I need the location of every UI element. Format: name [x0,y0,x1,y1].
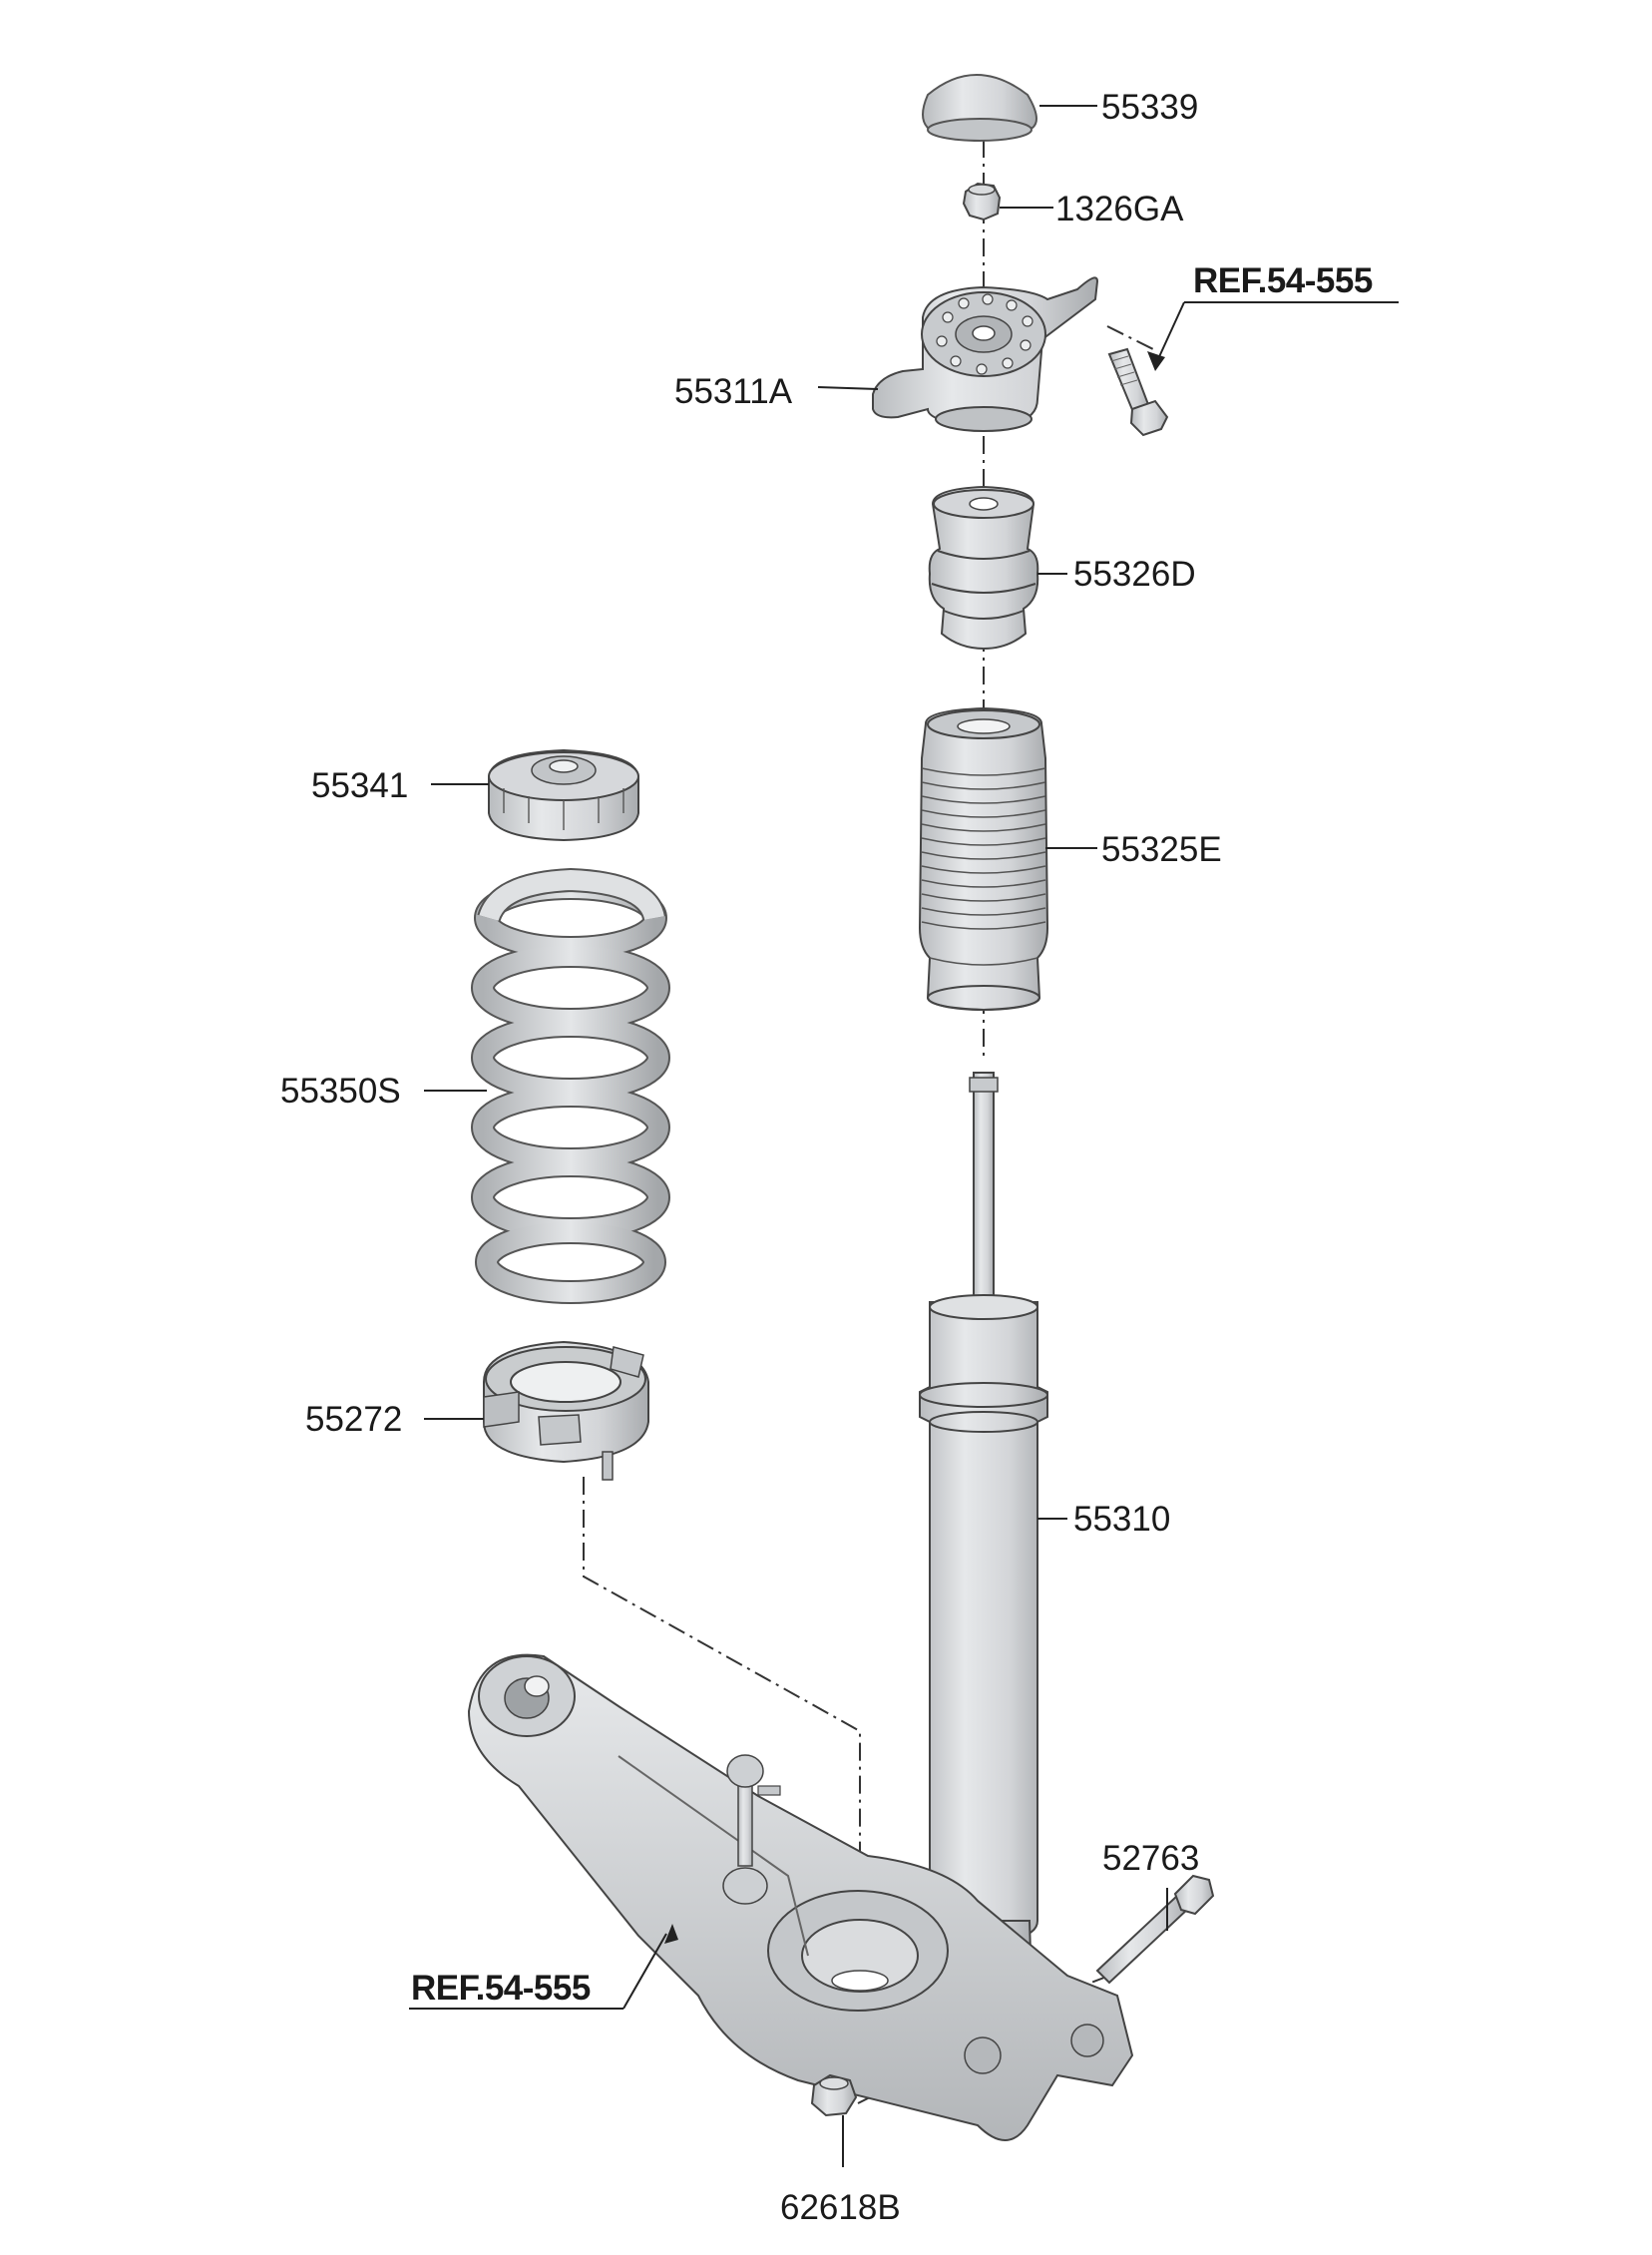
label-55325E: 55325E [1101,830,1222,869]
part-55311A-upper-mount [872,276,1099,432]
label-55326D: 55326D [1073,555,1196,594]
label-55310: 55310 [1073,1500,1171,1539]
ref-arrowheads [664,351,1165,1944]
label-52763: 52763 [1102,1839,1200,1878]
part-55326D-bump-stopper [928,485,1039,651]
part-1326GA-nut [962,182,1002,222]
ref-label-top[interactable]: REF.54-555 [1193,261,1373,300]
part-55325E-dust-boot [918,706,1049,1012]
part-55341-upper-spring-pad [488,748,639,842]
part-55272-lower-spring-pad [483,1340,649,1481]
leader-lines [409,105,1399,2167]
mount-bolt [1107,347,1169,437]
part-55350S-coil-spring [471,867,670,1304]
label-55341: 55341 [311,766,409,805]
ref-label-bottom[interactable]: REF.54-555 [411,1969,591,2008]
label-1326GA: 1326GA [1055,190,1184,228]
label-55339: 55339 [1101,88,1199,127]
part-62618B-nut [810,2073,858,2117]
label-62618B: 62618B [780,2188,901,2227]
label-55350S: 55350S [280,1072,401,1111]
part-55339-cap [922,74,1037,142]
label-55311A: 55311A [674,372,793,411]
part-52763-bolt [1095,1874,1215,1985]
rear-lower-arm [467,1653,1134,2141]
label-55272: 55272 [305,1400,403,1439]
